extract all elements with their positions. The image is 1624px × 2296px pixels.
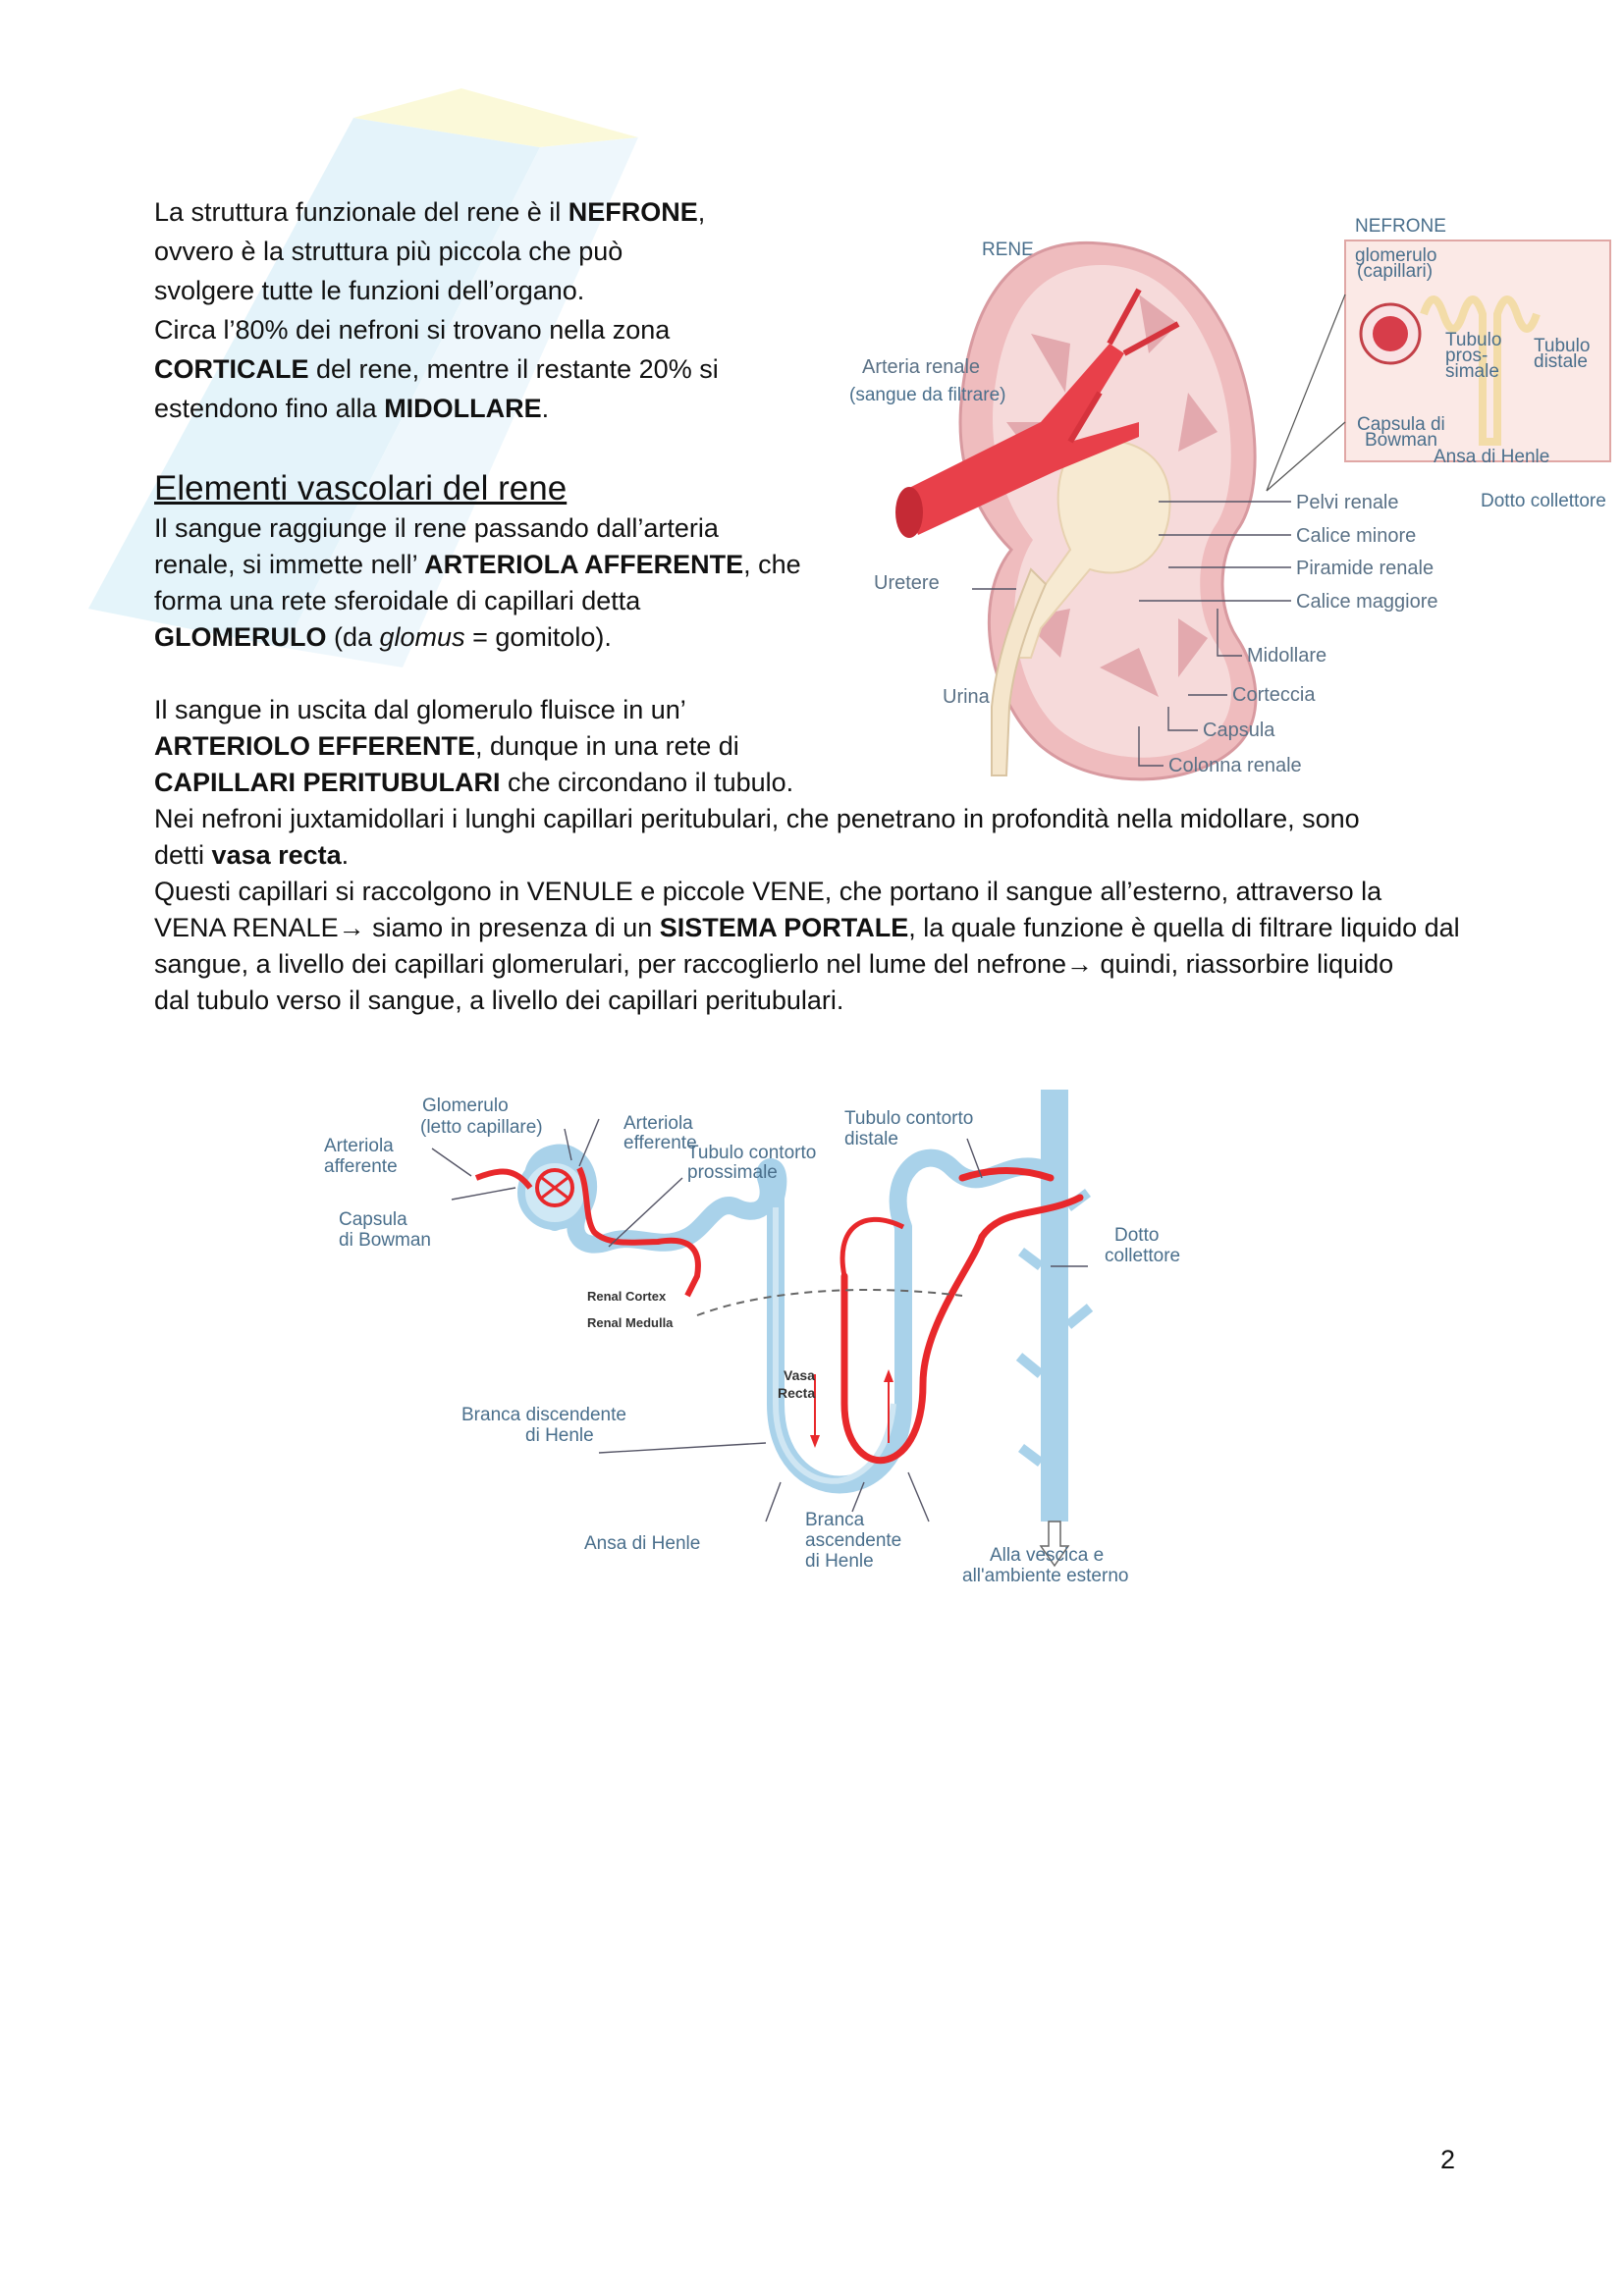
svg-text:Renal Cortex: Renal Cortex xyxy=(587,1289,667,1304)
svg-text:Tubulo: Tubulo xyxy=(1534,336,1590,356)
arrow-icon: → xyxy=(338,913,365,942)
svg-text:Ansa di Henle: Ansa di Henle xyxy=(1434,447,1549,467)
svg-text:afferente: afferente xyxy=(324,1156,398,1177)
svg-text:Alla vescica e: Alla vescica e xyxy=(990,1545,1104,1566)
svg-text:Midollare: Midollare xyxy=(1247,645,1326,667)
svg-text:Branca: Branca xyxy=(805,1510,865,1530)
svg-text:collettore: collettore xyxy=(1105,1246,1180,1266)
kidney-diagram: RENE NEFRONE glomerulo (capillari) Tubul… xyxy=(849,216,1611,781)
svg-text:Arteria renale: Arteria renale xyxy=(862,356,980,378)
svg-text:Recta: Recta xyxy=(778,1385,815,1401)
svg-text:Capsula: Capsula xyxy=(1203,720,1275,741)
arrow-icon: → xyxy=(1066,949,1093,979)
svg-text:ascendente: ascendente xyxy=(805,1530,901,1551)
svg-text:Tubulo contorto: Tubulo contorto xyxy=(687,1143,816,1163)
svg-text:Corteccia: Corteccia xyxy=(1232,684,1316,706)
svg-text:Arteriola: Arteriola xyxy=(324,1136,394,1156)
page-number: 2 xyxy=(1440,2145,1456,2174)
svg-text:Ansa di Henle: Ansa di Henle xyxy=(584,1533,700,1554)
svg-text:(capillari): (capillari) xyxy=(1357,261,1433,282)
svg-text:glomerulo: glomerulo xyxy=(1355,245,1436,266)
svg-text:all'ambiente esterno: all'ambiente esterno xyxy=(962,1566,1128,1586)
svg-text:di Bowman: di Bowman xyxy=(339,1230,431,1251)
svg-text:distale: distale xyxy=(1534,351,1588,372)
nephron-diagram: Glomerulo (letto capillare) Arteriola af… xyxy=(324,1090,1180,1586)
svg-text:efferente: efferente xyxy=(623,1133,697,1153)
svg-text:Dotto collettore: Dotto collettore xyxy=(1481,491,1606,511)
intro-paragraph: La struttura funzionale del rene è il NE… xyxy=(154,197,719,423)
svg-text:Pelvi renale: Pelvi renale xyxy=(1296,492,1399,513)
svg-text:prossimale: prossimale xyxy=(687,1162,778,1183)
svg-text:Bowman: Bowman xyxy=(1365,430,1437,451)
svg-text:Uretere: Uretere xyxy=(874,572,940,594)
svg-text:Dotto: Dotto xyxy=(1114,1225,1159,1246)
svg-text:Arteriola: Arteriola xyxy=(623,1113,693,1134)
svg-text:Calice minore: Calice minore xyxy=(1296,525,1416,547)
svg-text:Capsula di: Capsula di xyxy=(1357,414,1445,435)
section-heading: Elementi vascolari del rene xyxy=(154,469,568,507)
svg-text:Glomerulo: Glomerulo xyxy=(422,1095,509,1116)
svg-text:Urina: Urina xyxy=(943,686,991,708)
vascular-paragraph-1: Il sangue raggiunge il rene passando dal… xyxy=(154,513,801,652)
svg-text:Tubulo: Tubulo xyxy=(1445,330,1501,350)
svg-text:Renal Medulla: Renal Medulla xyxy=(587,1315,674,1330)
svg-text:distale: distale xyxy=(844,1129,898,1149)
nephron-title: NEFRONE xyxy=(1355,216,1446,237)
watermark-logo xyxy=(88,88,638,667)
svg-text:(sangue da filtrare): (sangue da filtrare) xyxy=(849,385,1005,405)
svg-text:(letto capillare): (letto capillare) xyxy=(420,1117,543,1138)
svg-text:Branca discendente: Branca discendente xyxy=(461,1405,626,1425)
vascular-paragraph-2: Il sangue in uscita dal glomerulo fluisc… xyxy=(154,695,1460,1015)
svg-text:di Henle: di Henle xyxy=(805,1551,874,1572)
kidney-title: RENE xyxy=(982,240,1034,260)
svg-text:Capsula: Capsula xyxy=(339,1209,407,1230)
svg-text:Colonna renale: Colonna renale xyxy=(1168,755,1302,776)
svg-text:Vasa: Vasa xyxy=(784,1367,815,1383)
svg-text:pros-: pros- xyxy=(1445,346,1488,366)
svg-text:Piramide renale: Piramide renale xyxy=(1296,558,1434,579)
svg-text:simale: simale xyxy=(1445,361,1499,382)
svg-text:Tubulo contorto: Tubulo contorto xyxy=(844,1108,973,1129)
svg-text:Calice maggiore: Calice maggiore xyxy=(1296,591,1438,613)
svg-text:di Henle: di Henle xyxy=(525,1425,594,1446)
